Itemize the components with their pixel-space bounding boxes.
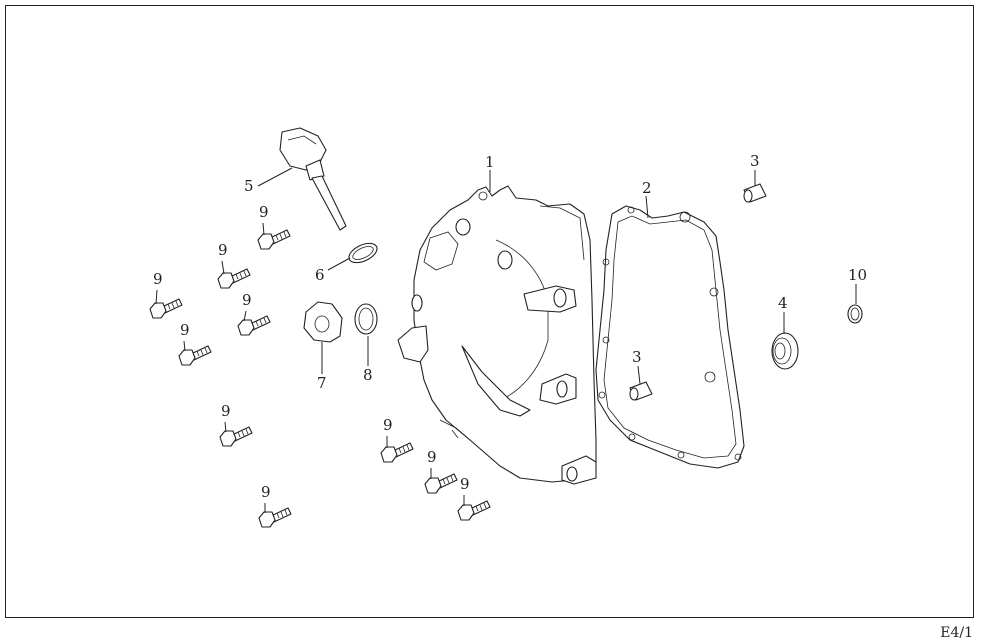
callout-1: 1 xyxy=(485,153,495,171)
bolt-9 xyxy=(149,289,183,319)
part-7-plug-cap xyxy=(303,301,343,343)
callout-2: 2 xyxy=(642,179,652,197)
bolt-9 xyxy=(257,222,291,250)
callout-4: 4 xyxy=(778,294,788,312)
callout-labels: 1 2 3 3 4 5 6 7 8 10 xyxy=(244,152,867,392)
bolt-9 xyxy=(219,421,253,447)
bolt-9 xyxy=(424,468,458,494)
part-1-crankcase-cover xyxy=(397,185,597,485)
leader-lines xyxy=(257,167,857,385)
callout-9: 9 xyxy=(460,475,470,493)
callout-9: 9 xyxy=(261,483,271,501)
callout-9: 9 xyxy=(383,416,393,434)
part-5-dipstick xyxy=(279,127,347,231)
part-3-dowel-pin-lower xyxy=(629,381,653,401)
bolt-9 xyxy=(217,260,251,289)
callout-5: 5 xyxy=(244,177,254,195)
callout-9: 9 xyxy=(180,321,190,339)
part-3-dowel-pin-upper xyxy=(743,183,767,203)
callout-9: 9 xyxy=(221,402,231,420)
bolt-9 xyxy=(258,503,292,528)
callout-8: 8 xyxy=(363,366,373,384)
diagram-frame xyxy=(5,5,974,618)
callout-10: 10 xyxy=(848,266,867,284)
callout-6: 6 xyxy=(315,266,325,284)
part-4-oil-seal xyxy=(771,332,799,370)
callout-9: 9 xyxy=(218,241,228,259)
callout-9: 9 xyxy=(427,448,437,466)
callout-9: 9 xyxy=(242,291,252,309)
part-6-o-ring xyxy=(348,242,378,264)
bolt-9 xyxy=(237,310,271,336)
part-10-snap-ring xyxy=(847,304,863,324)
bolt-9 xyxy=(178,340,212,366)
bolt-9 xyxy=(457,495,491,521)
bolt-9 xyxy=(380,436,414,463)
callout-3-upper: 3 xyxy=(750,152,760,170)
callout-3-lower: 3 xyxy=(632,348,642,366)
callout-7: 7 xyxy=(317,374,327,392)
part-8-washer xyxy=(354,303,378,335)
callout-9: 9 xyxy=(259,203,269,221)
page-reference: E4/1 xyxy=(940,625,973,641)
part-2-gasket xyxy=(595,205,745,469)
part-9-bolts: 9 9 9 9 9 9 9 9 9 9 xyxy=(149,203,491,528)
callout-9: 9 xyxy=(153,270,163,288)
